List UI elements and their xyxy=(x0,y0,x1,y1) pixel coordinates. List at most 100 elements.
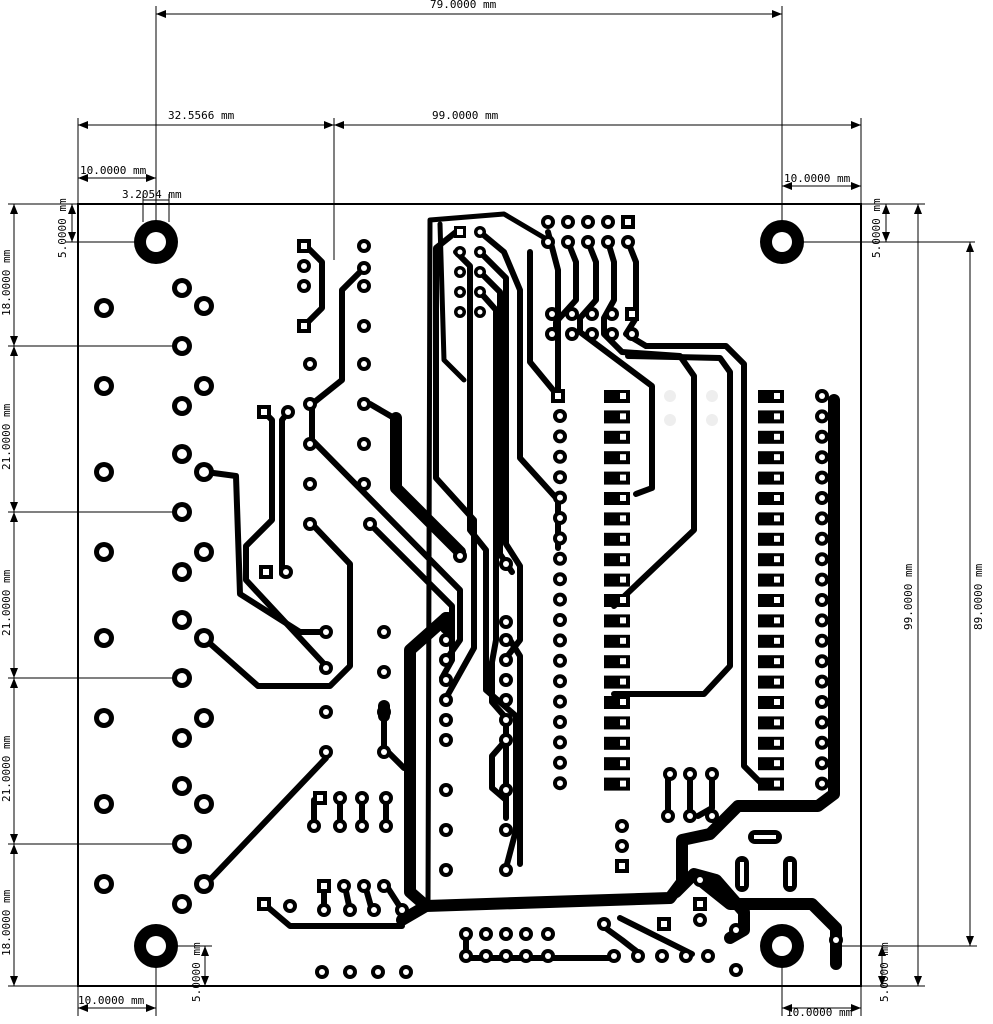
dimension-lines xyxy=(8,6,977,1016)
mcu-left-pin-hole-10 xyxy=(557,596,563,603)
smd-left-pad-10 xyxy=(604,573,630,587)
smd-left-pad-hole-16 xyxy=(620,699,626,705)
mcu-left-pin-hole-9 xyxy=(557,576,563,583)
mcu-right-pin-hole-11 xyxy=(819,597,825,603)
smd-left-pad-hole-11 xyxy=(620,597,626,603)
smd-left-pad-11 xyxy=(604,594,630,607)
mcu-right-pin-hole-12 xyxy=(819,617,825,624)
dim-99-right: 99.0000 mm xyxy=(902,563,915,630)
smd-left-pad-18 xyxy=(604,736,630,750)
smd-left-pad-hole-6 xyxy=(620,495,626,501)
smd-right-pad-hole-13 xyxy=(774,637,780,644)
mcu-left-pin-hole-17 xyxy=(557,739,563,746)
smd-right-pad-6 xyxy=(758,492,784,505)
smd-left-pad-hole-15 xyxy=(620,678,626,685)
smd-left-pad-hole-3 xyxy=(620,433,626,440)
smd-right-pad-hole-17 xyxy=(774,719,780,726)
smd-right-pad-13 xyxy=(758,634,784,648)
mcu-right-pin-hole-1 xyxy=(819,393,825,399)
dim-89-right: 89.0000 mm xyxy=(972,563,985,630)
mcu-right-pin-hole-8 xyxy=(819,535,825,542)
smd-right-pad-8 xyxy=(758,532,784,546)
smd-left-pad-16 xyxy=(604,696,630,709)
mcu-right-pin-hole-3 xyxy=(819,433,825,440)
smd-right-pad-hole-2 xyxy=(774,413,780,420)
smd-left-pad-hole-9 xyxy=(620,556,626,563)
mcu-left-pin-hole-6 xyxy=(557,515,563,521)
dim-79: 79.0000 mm xyxy=(430,0,497,11)
smd-right-pad-hole-6 xyxy=(774,495,780,501)
smd-left-pad-hole-8 xyxy=(620,535,626,542)
smd-right-pad-hole-19 xyxy=(774,760,780,767)
board-outline xyxy=(77,203,862,987)
mcu-right-pin-hole-18 xyxy=(819,739,825,746)
smd-left-pad-hole-18 xyxy=(620,739,626,746)
mcu-left-pin-hole-18 xyxy=(557,759,563,766)
dim-5-right-top: 5.0000 mm xyxy=(870,198,883,258)
mcu-right-pin-hole-4 xyxy=(819,454,825,461)
dim-32: 32.5566 mm xyxy=(168,109,235,122)
smd-left-pad-17 xyxy=(604,716,630,730)
smd-right-pad-19 xyxy=(758,757,784,771)
smd-left-pad-3 xyxy=(604,430,630,444)
smd-left-pad-9 xyxy=(604,553,630,567)
smd-left-pad-12 xyxy=(604,614,630,628)
mounting-hole-bottom-right xyxy=(760,924,804,968)
mcu-pin-column-left xyxy=(553,409,567,791)
smd-left-pad-2 xyxy=(604,410,630,424)
smd-right-pad-2 xyxy=(758,410,784,424)
dimension-arrows xyxy=(10,10,974,1012)
dim-5-left-top: 5.0000 mm xyxy=(56,198,69,258)
smd-right-pad-10 xyxy=(758,573,784,587)
small-pad-holes xyxy=(283,219,839,975)
smd-right-pad-20 xyxy=(758,777,784,791)
smd-left-pad-20 xyxy=(604,777,630,791)
pads xyxy=(94,215,843,979)
mcu-right-pin-hole-10 xyxy=(819,576,825,583)
smd-right-pad-7 xyxy=(758,512,784,526)
smd-right-pad-11 xyxy=(758,594,784,607)
mcu-right-pin-hole-19 xyxy=(819,760,825,767)
mounting-hole-bottom-left xyxy=(134,924,178,968)
mcu-right-pin-hole-5 xyxy=(819,474,825,481)
mcu-left-pin-hole-19 xyxy=(557,780,563,787)
left-terminal-pads xyxy=(94,278,214,914)
smd-right-pad-12 xyxy=(758,614,784,628)
smd-right-pad-17 xyxy=(758,716,784,730)
smd-right-pad-hole-5 xyxy=(774,474,780,481)
smd-left-pad-hole-12 xyxy=(620,617,626,624)
smd-right-pad-hole-1 xyxy=(774,393,780,399)
smd-left-pad-14 xyxy=(604,655,630,669)
mounting-hole-top-left xyxy=(134,220,178,264)
smd-left-pad-hole-13 xyxy=(620,637,626,644)
smd-pad-column-left xyxy=(604,390,630,791)
smd-left-pad-hole-20 xyxy=(620,780,626,787)
mcu-pin-column-right xyxy=(815,389,829,791)
square-pads xyxy=(257,215,707,931)
smd-left-pad-19 xyxy=(604,757,630,771)
smd-left-pad-hole-7 xyxy=(620,515,626,522)
dim-21-a: 21.0000 mm xyxy=(0,403,13,470)
mcu-right-pin-hole-20 xyxy=(819,780,825,787)
mcu-left-pin-hole-5 xyxy=(557,494,563,501)
mcu-left-pin-hole-2 xyxy=(557,433,563,440)
smd-right-pad-hole-14 xyxy=(774,658,780,665)
smd-pad-column-right xyxy=(758,390,784,791)
smd-right-pad-hole-7 xyxy=(774,515,780,522)
smd-right-pad-3 xyxy=(758,430,784,444)
smd-left-pad-15 xyxy=(604,675,630,689)
smd-left-pad-hole-19 xyxy=(620,760,626,767)
mcu-right-pin-hole-13 xyxy=(819,637,825,644)
mcu-left-pin-hole-4 xyxy=(557,474,563,481)
mounting-hole-top-right xyxy=(760,220,804,264)
smd-left-pad-6 xyxy=(604,492,630,505)
mcu-right-pin-hole-16 xyxy=(819,699,825,705)
smd-left-pad-1 xyxy=(604,390,630,403)
smd-right-pad-hole-16 xyxy=(774,699,780,705)
mcu-left-pin-hole-1 xyxy=(557,413,563,419)
smd-right-pad-hole-12 xyxy=(774,617,780,624)
dim-18-top: 18.0000 mm xyxy=(0,249,13,316)
dim-10-bottom-right: 10.0000 mm xyxy=(786,1006,853,1019)
smd-left-pad-7 xyxy=(604,512,630,526)
smd-right-pad-hole-9 xyxy=(774,556,780,563)
